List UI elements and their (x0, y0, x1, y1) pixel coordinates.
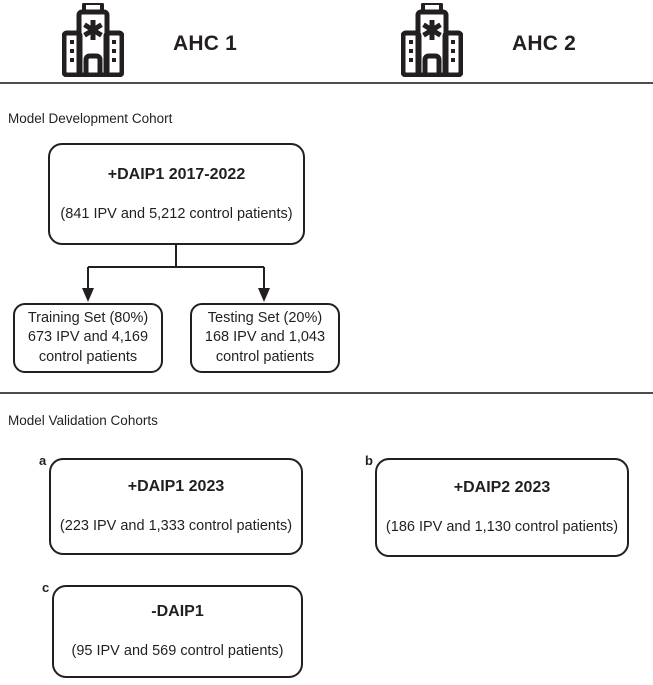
development-source-subtitle: (841 IPV and 5,212 control patients) (60, 205, 293, 222)
hospital-icon (62, 3, 124, 77)
development-source-title: +DAIP1 2017-2022 (107, 165, 246, 183)
hospital-icon (401, 3, 463, 77)
testing-set-line-3: control patients (215, 348, 315, 365)
section-heading-validation: Model Validation Cohorts (8, 413, 158, 428)
testing-set-box: Testing Set (20%) 168 IPV and 1,043 cont… (190, 303, 340, 373)
validation-cohort-a-box: +DAIP1 2023 (223 IPV and 1,333 control p… (49, 458, 303, 555)
header-divider (0, 82, 653, 84)
arrow-head-testing (258, 288, 270, 302)
training-set-box: Training Set (80%) 673 IPV and 4,169 con… (13, 303, 163, 373)
testing-set-line-2: 168 IPV and 1,043 (204, 329, 326, 346)
validation-cohort-b-subtitle: (186 IPV and 1,130 control patients) (385, 519, 619, 536)
ahc-1-label: AHC 1 (173, 32, 238, 55)
validation-cohort-a-subtitle: (223 IPV and 1,333 control patients) (59, 518, 293, 535)
testing-set-line-1: Testing Set (20%) (207, 310, 323, 327)
section-heading-development: Model Development Cohort (8, 111, 173, 126)
training-set-line-3: control patients (38, 348, 138, 365)
section-divider (0, 392, 653, 394)
cohort-tag-c: c (42, 580, 50, 595)
arrow-head-training (82, 288, 94, 302)
validation-cohort-a-title: +DAIP1 2023 (127, 478, 225, 496)
validation-cohort-c-title: -DAIP1 (151, 603, 204, 621)
validation-cohort-c-subtitle: (95 IPV and 569 control patients) (71, 643, 284, 660)
ahc-2-label: AHC 2 (512, 32, 577, 55)
cohort-tag-a: a (39, 453, 47, 468)
training-set-line-1: Training Set (80%) (27, 310, 149, 327)
validation-cohort-c-box: -DAIP1 (95 IPV and 569 control patients) (52, 585, 303, 678)
validation-cohort-b-box: +DAIP2 2023 (186 IPV and 1,130 control p… (375, 458, 629, 557)
cohort-tag-b: b (365, 453, 373, 468)
training-set-line-2: 673 IPV and 4,169 (27, 329, 149, 346)
development-source-box: +DAIP1 2017-2022 (841 IPV and 5,212 cont… (48, 143, 305, 245)
validation-cohort-b-title: +DAIP2 2023 (453, 479, 551, 497)
